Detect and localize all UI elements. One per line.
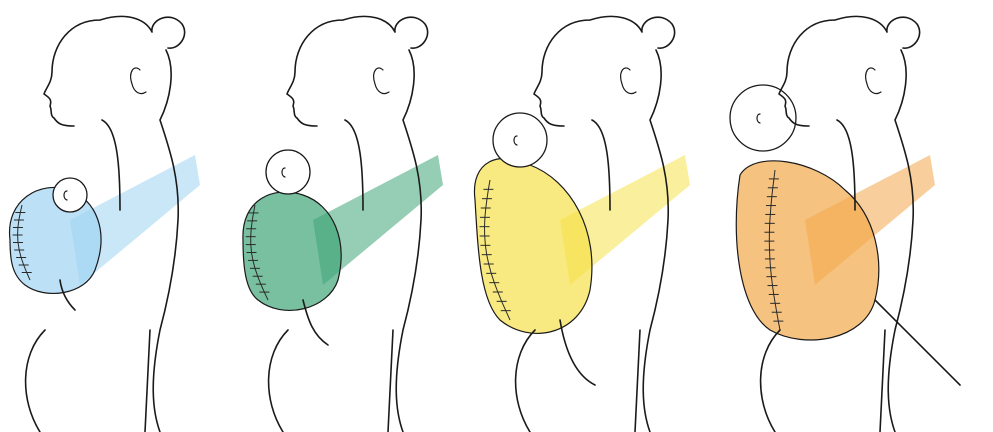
baby-leg <box>560 320 595 385</box>
adult-ear <box>374 68 389 94</box>
baby-head <box>266 150 310 194</box>
baby-head <box>53 178 87 212</box>
baby-in-carrier <box>736 161 879 340</box>
baby-head <box>730 85 796 151</box>
baby-leg <box>875 300 960 385</box>
panel-3 <box>474 16 690 432</box>
baby-head <box>493 113 547 167</box>
adult-ear <box>621 68 636 94</box>
panel-2 <box>243 16 443 432</box>
baby-in-carrier <box>474 158 591 333</box>
panel-4 <box>730 16 960 432</box>
adult-ear <box>131 68 146 94</box>
adult-ear <box>866 68 881 94</box>
baby-in-carrier <box>243 192 341 310</box>
panel-1 <box>10 16 200 432</box>
